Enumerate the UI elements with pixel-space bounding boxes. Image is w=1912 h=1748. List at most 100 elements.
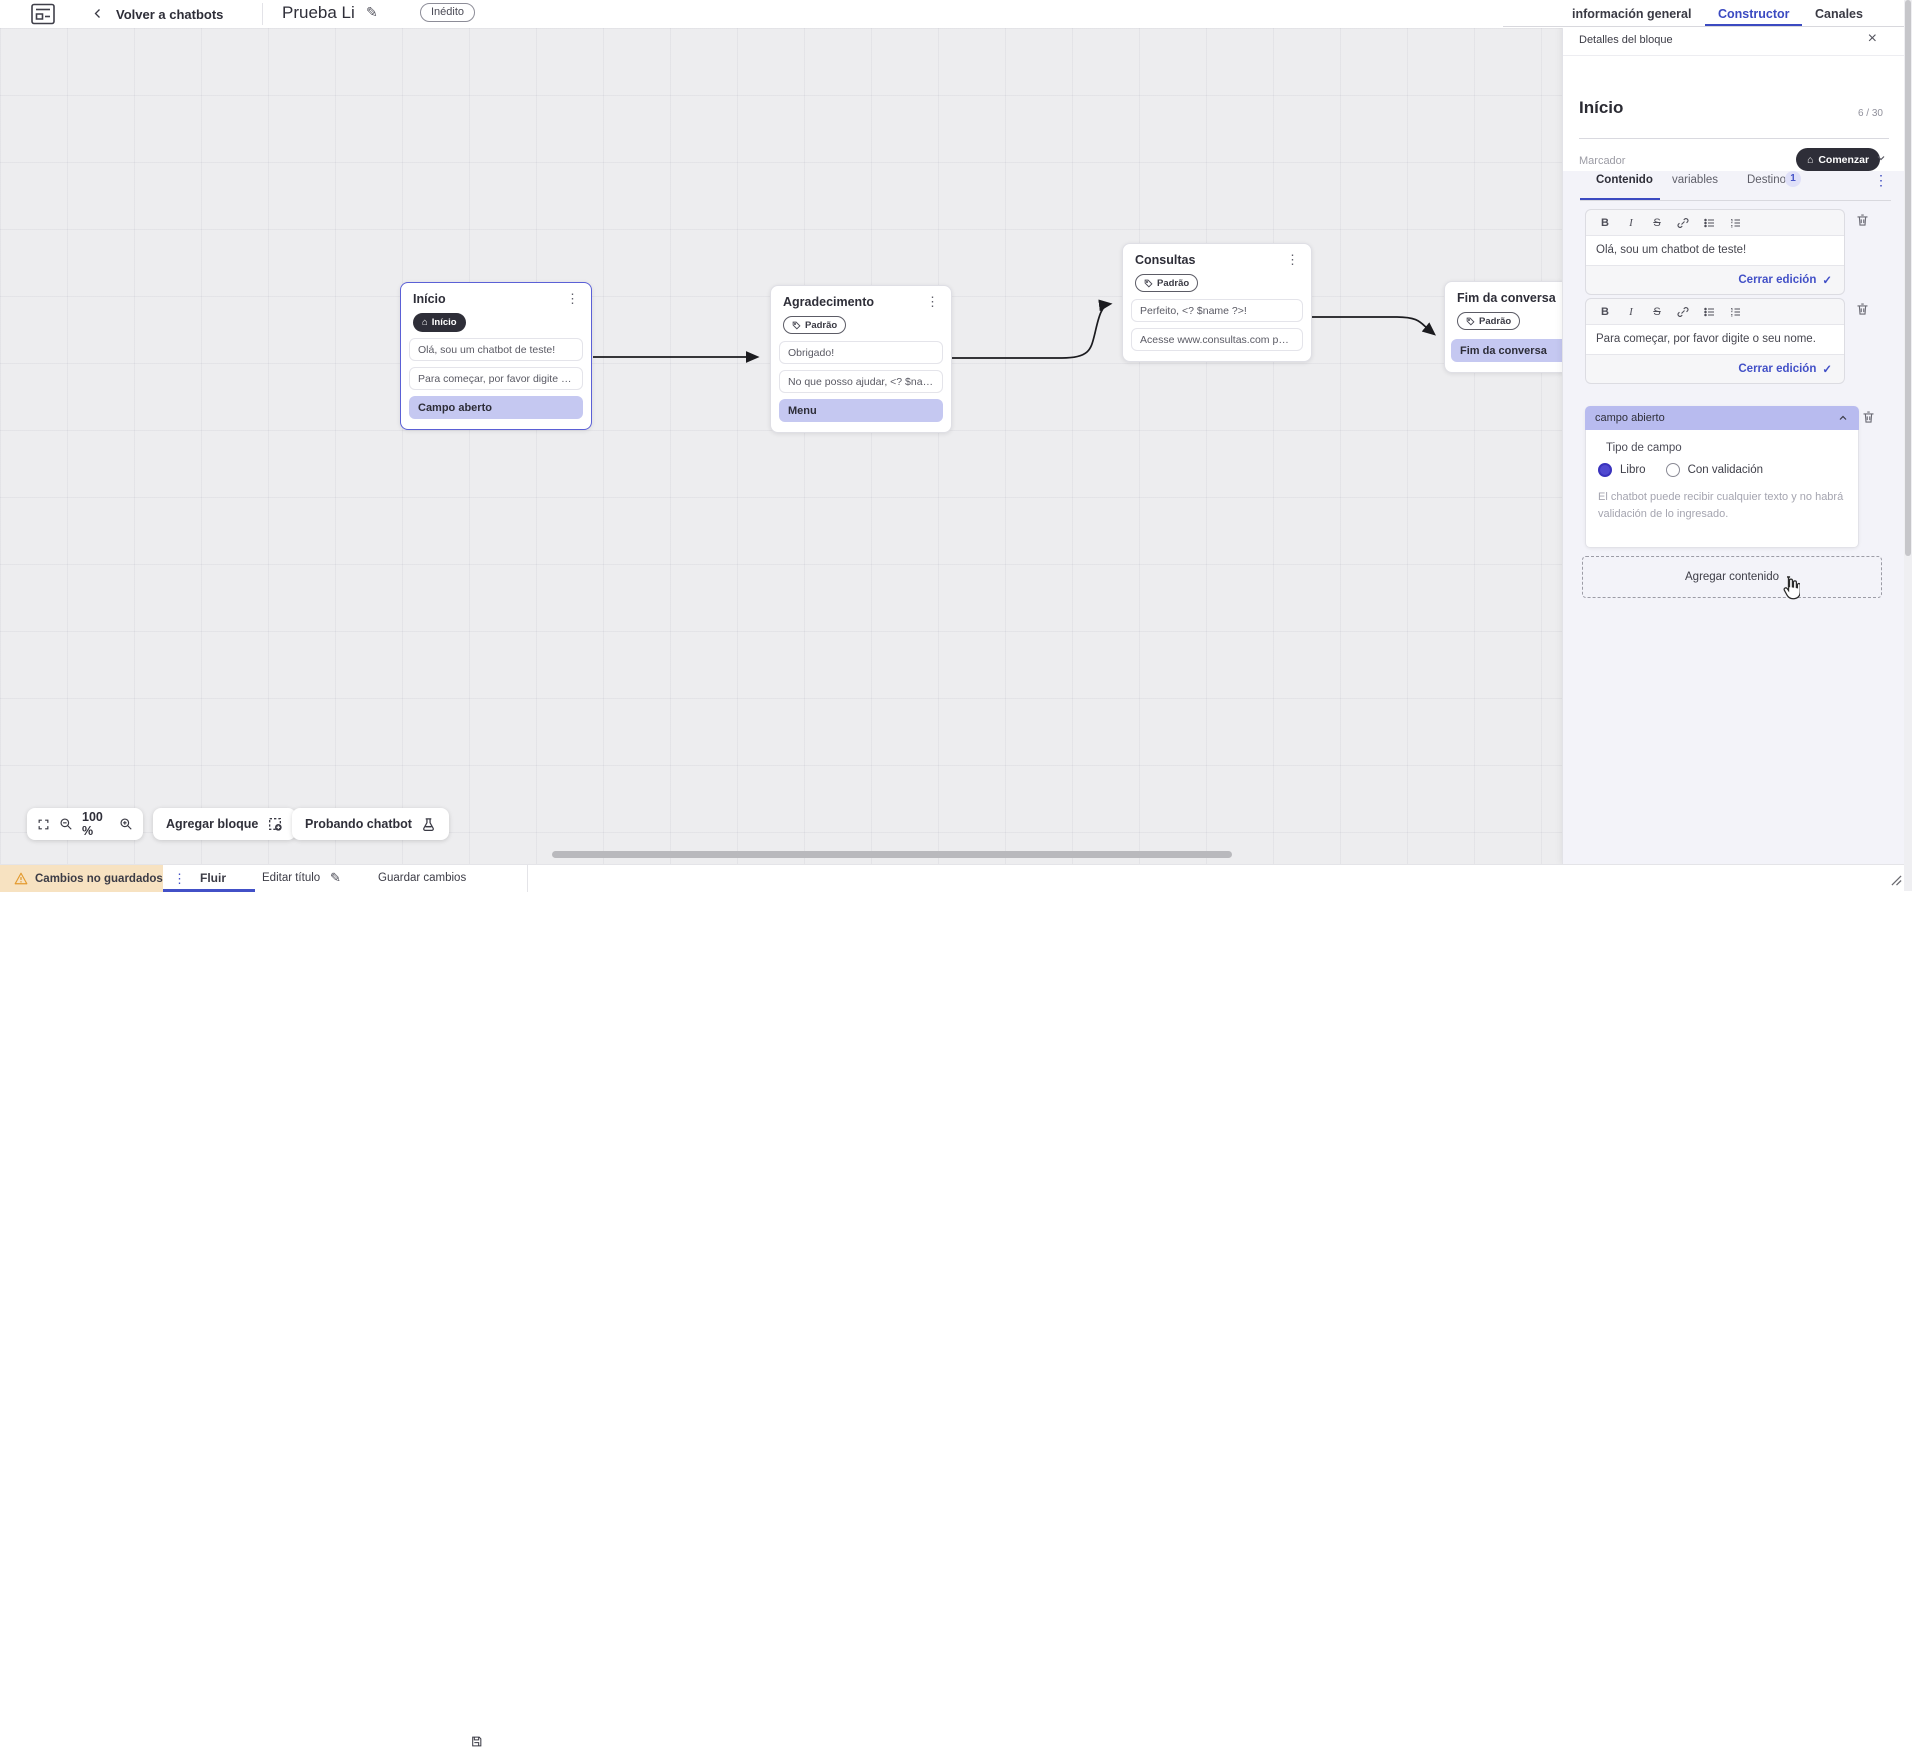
tabs-divider-line [1503,26,1912,27]
field-type-label: Tipo de campo [1606,442,1682,454]
node-content-row[interactable]: Perfeito, <? $name ?>! [1131,298,1303,322]
radio-con-validacion-label[interactable]: Con validación [1687,464,1764,476]
zoom-in-icon[interactable] [119,817,133,831]
tag-icon [792,321,801,330]
numbered-list-icon[interactable] [1722,306,1748,318]
block-name-input[interactable]: Início [1579,98,1624,117]
node-consultas[interactable]: Consultas ⋮ Padrão Perfeito, <? $name ?>… [1122,243,1312,362]
panel-header: Detalles del bloque × [1563,26,1905,56]
node-menu-kebab-icon[interactable]: ⋮ [1286,252,1299,267]
flow-canvas[interactable]: Início ⋮ ⌂Início Olá, sou um chatbot de … [0,28,1562,864]
edit-title-button[interactable]: Editar título [262,872,321,884]
zoom-out-icon[interactable] [59,817,73,831]
home-icon: ⌂ [422,317,428,328]
italic-icon[interactable]: I [1629,216,1633,229]
destino-count-badge: 1 [1785,171,1801,187]
add-block-button[interactable]: Agregar bloque [153,808,297,840]
resize-corner-icon[interactable] [1891,875,1902,886]
test-chatbot-button[interactable]: Probando chatbot [292,808,449,840]
tab-destino[interactable]: Destino [1747,174,1786,186]
node-content-row[interactable]: Olá, sou um chatbot de teste! [409,338,583,361]
node-agradecimento[interactable]: Agradecimento ⋮ Padrão Obrigado! No que … [770,285,952,433]
close-icon[interactable]: × [1867,30,1877,47]
panel-tabs-divider [1580,200,1891,201]
link-icon[interactable] [1670,306,1696,318]
tab-contenido[interactable]: Contenido [1596,174,1653,186]
delete-content-button[interactable] [1861,409,1877,426]
unsaved-changes-banner: Cambios no guardados [0,865,163,892]
tab-variables[interactable]: variables [1672,174,1719,186]
back-chevron-icon[interactable] [92,6,104,21]
save-icon [470,1735,483,1748]
node-inicio[interactable]: Início ⋮ ⌂Início Olá, sou um chatbot de … [400,282,592,430]
fullscreen-icon[interactable] [37,818,50,831]
node-title: Início [413,292,446,306]
node-menu-kebab-icon[interactable]: ⋮ [566,291,579,306]
tab-constructor[interactable]: Constructor [1718,7,1790,21]
message-text[interactable]: Para começar, por favor digite o seu nom… [1586,324,1844,356]
close-edit-button[interactable]: Cerrar edición✓ [1738,363,1832,377]
chevron-down-icon[interactable] [1875,152,1887,164]
start-marker-badge: ⌂Início [413,313,466,332]
flow-menu-kebab-icon[interactable]: ⋮ [173,871,186,886]
bottom-bar: Cambios no guardados ⋮ Fluir Editar títu… [0,864,1912,1747]
bold-icon[interactable]: B [1601,216,1609,229]
open-field-title: campo abierto [1595,412,1665,424]
radio-libro[interactable] [1598,463,1612,477]
canvas-horizontal-scrollbar[interactable] [552,851,1232,858]
text-content-editor: B I S Para começar, por favor digite o s… [1585,298,1845,385]
delete-content-button[interactable] [1855,212,1871,229]
unsaved-changes-label: Cambios no guardados [35,872,163,885]
add-content-button[interactable]: Agregar contenido [1582,556,1882,598]
tab-fluir[interactable]: Fluir [200,871,226,885]
node-content-row[interactable]: Acesse www.consultas.com par... [1131,327,1303,351]
delete-content-button[interactable] [1855,301,1871,318]
edit-title-pencil-icon[interactable]: ✎ [366,4,378,20]
numbered-list-icon[interactable] [1722,217,1748,229]
back-to-chatbots-link[interactable]: Volver a chatbots [116,7,224,22]
node-end-row[interactable]: Fim da conversa [1451,338,1562,362]
scrollbar-thumb[interactable] [1905,0,1911,556]
marker-select[interactable]: ⌂ Comenzar [1796,148,1881,171]
radio-con-validacion[interactable] [1665,463,1680,477]
strikethrough-icon[interactable]: S [1653,216,1661,229]
chevron-up-icon[interactable] [1837,412,1849,424]
save-changes-button[interactable]: Guardar cambios [378,872,467,884]
panel-menu-kebab-icon[interactable]: ⋮ [1874,172,1888,188]
field-type-description: El chatbot puede recibir cualquier texto… [1598,491,1844,521]
chatbot-title: Prueba Li [282,3,355,22]
node-open-field-row[interactable]: Campo aberto [409,396,583,419]
node-content-row[interactable]: No que posso ajudar, <? $name ... [779,369,943,393]
italic-icon[interactable]: I [1629,305,1633,318]
node-title: Fim da conversa [1457,291,1556,305]
block-name-section: Início 6 / 30 Marcador ⌂ Comenzar Conten… [1563,56,1905,201]
strikethrough-icon[interactable]: S [1653,305,1661,318]
node-content-row[interactable]: Obrigado! [779,340,943,364]
node-fim-da-conversa[interactable]: Fim da conversa Padrão Fim da conversa [1444,281,1562,373]
zoom-toolbar: 100 % [27,808,143,840]
node-title: Agradecimento [783,295,874,309]
bullet-list-icon[interactable] [1696,306,1722,318]
node-content-row[interactable]: Para começar, por favor digite o ... [409,367,583,390]
close-edit-button[interactable]: Cerrar edición✓ [1738,274,1832,288]
open-field-body: Tipo de campo Libro Con validación El ch… [1585,430,1859,548]
top-bar: Volver a chatbots Prueba Li ✎ Inédito in… [0,0,1912,28]
name-input-underline [1579,138,1889,139]
link-icon[interactable] [1670,217,1696,229]
panel-vertical-scrollbar[interactable] [1904,0,1912,891]
radio-libro-label[interactable]: Libro [1620,464,1646,476]
open-field-header[interactable]: campo abierto [1585,406,1859,430]
rich-text-toolbar: B I S [1586,210,1844,235]
zoom-level: 100 % [82,810,103,838]
add-block-icon [267,816,283,832]
node-menu-kebab-icon[interactable]: ⋮ [926,294,939,309]
status-badge: Inédito [420,3,476,22]
active-tab-underline [1705,24,1802,27]
tab-informacion-general[interactable]: información general [1572,7,1692,21]
node-menu-row[interactable]: Menu [779,398,943,422]
bullet-list-icon[interactable] [1696,217,1722,229]
flow-connectors [593,299,1436,363]
bold-icon[interactable]: B [1601,305,1609,318]
message-text[interactable]: Olá, sou um chatbot de teste! [1586,235,1844,267]
tab-canales[interactable]: Canales [1815,7,1863,21]
